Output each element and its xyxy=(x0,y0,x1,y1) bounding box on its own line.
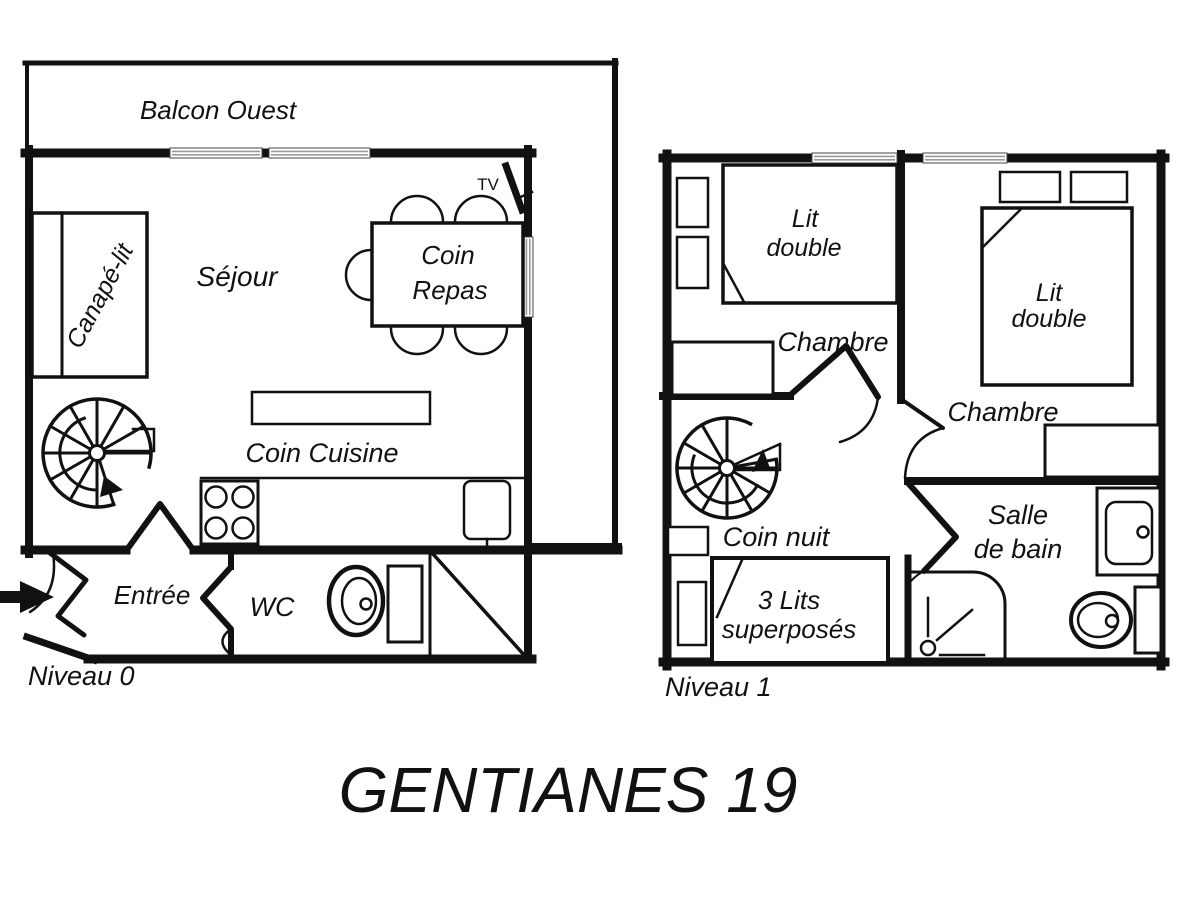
pillow xyxy=(676,580,708,647)
entry-label: Entrée xyxy=(114,580,191,610)
dining-set xyxy=(344,194,525,356)
bed2-label-line1: Lit xyxy=(1036,279,1063,307)
level0-windows xyxy=(169,147,534,318)
dresser xyxy=(1043,423,1162,479)
bed1-label-line2: double xyxy=(766,234,841,262)
toilet-symbol xyxy=(326,564,424,644)
dining-label-line2: Repas xyxy=(412,275,487,305)
bedroom2-label: Chambre xyxy=(947,397,1058,427)
floor-plan-level-0: Balcon Ouest Séjour Canapé-lit Coin Repa… xyxy=(0,58,623,691)
dresser xyxy=(670,340,775,397)
toilet-symbol xyxy=(1069,585,1163,655)
pillow xyxy=(1069,170,1129,204)
balcony-label: Balcon Ouest xyxy=(140,95,298,125)
spiral-staircase xyxy=(675,416,782,520)
nightstand xyxy=(666,525,710,557)
door-swing-entry xyxy=(28,551,56,614)
level1-label: Niveau 1 xyxy=(665,672,772,702)
bedroom1-furniture xyxy=(670,163,899,397)
tv-label: TV xyxy=(477,175,499,194)
door-jamb-living xyxy=(123,501,197,554)
spiral-staircase xyxy=(41,397,156,509)
stove-symbol xyxy=(199,479,260,546)
storage-diagonal xyxy=(430,551,528,659)
window-icon xyxy=(811,152,898,164)
dining-label-line1: Coin xyxy=(421,240,474,270)
kitchen-counter xyxy=(250,390,432,426)
tv-symbol xyxy=(501,161,534,215)
bunk-label-line1: 3 Lits xyxy=(758,585,820,615)
window-icon xyxy=(268,147,371,159)
bed1-label-line1: Lit xyxy=(792,205,819,233)
bathroom-label-line1: Salle xyxy=(988,500,1048,530)
sofa-bed xyxy=(30,211,149,379)
door-jamb-wc xyxy=(200,564,234,632)
kitchen-fixtures xyxy=(199,390,530,555)
balcony-door-window-icon xyxy=(522,236,534,318)
sink-symbol xyxy=(462,479,512,555)
door-swing-bedroom1 xyxy=(838,395,880,444)
bathroom-fixtures xyxy=(906,486,1163,665)
kitchen-label: Coin Cuisine xyxy=(245,438,398,468)
door-leaf-bedroom2 xyxy=(899,397,945,430)
bedroom2-furniture xyxy=(980,170,1162,479)
washbasin-symbol xyxy=(1095,486,1162,577)
door-swing-wc xyxy=(221,627,233,657)
pillow xyxy=(675,176,710,229)
bunk-bed xyxy=(676,556,890,665)
double-bed xyxy=(721,163,899,305)
bathroom-label-line2: de bain xyxy=(974,534,1063,564)
bunk-label-line2: superposés xyxy=(722,614,856,644)
door-jamb-bathroom xyxy=(905,480,959,574)
stair-direction-arrow xyxy=(100,476,123,497)
door-jamb-bedroom1 xyxy=(785,343,881,400)
bed2-label-line2: double xyxy=(1011,305,1086,333)
stair-direction-arrow xyxy=(752,449,770,472)
window-icon xyxy=(169,147,263,159)
dining-table xyxy=(370,221,525,328)
level1-windows xyxy=(811,152,1008,164)
floor-plan-level-1: Lit double Chambre Lit double Chambre Co… xyxy=(658,149,1170,702)
plan-title: GENTIANES 19 xyxy=(339,754,798,826)
living-room-label: Séjour xyxy=(197,261,280,292)
door-jamb-entry xyxy=(47,550,89,638)
bedroom1-label: Chambre xyxy=(777,327,888,357)
pillow xyxy=(998,170,1062,204)
door-swing-bedroom2 xyxy=(903,426,945,480)
shower-symbol xyxy=(906,570,1007,665)
entry-arrow-icon xyxy=(0,581,54,613)
pillow xyxy=(675,235,710,290)
double-bed xyxy=(980,206,1134,387)
wc-label: WC xyxy=(250,592,295,622)
night-corner-label: Coin nuit xyxy=(723,522,831,552)
level0-label: Niveau 0 xyxy=(28,661,135,691)
window-icon xyxy=(922,152,1008,164)
level0-walls xyxy=(20,145,623,665)
